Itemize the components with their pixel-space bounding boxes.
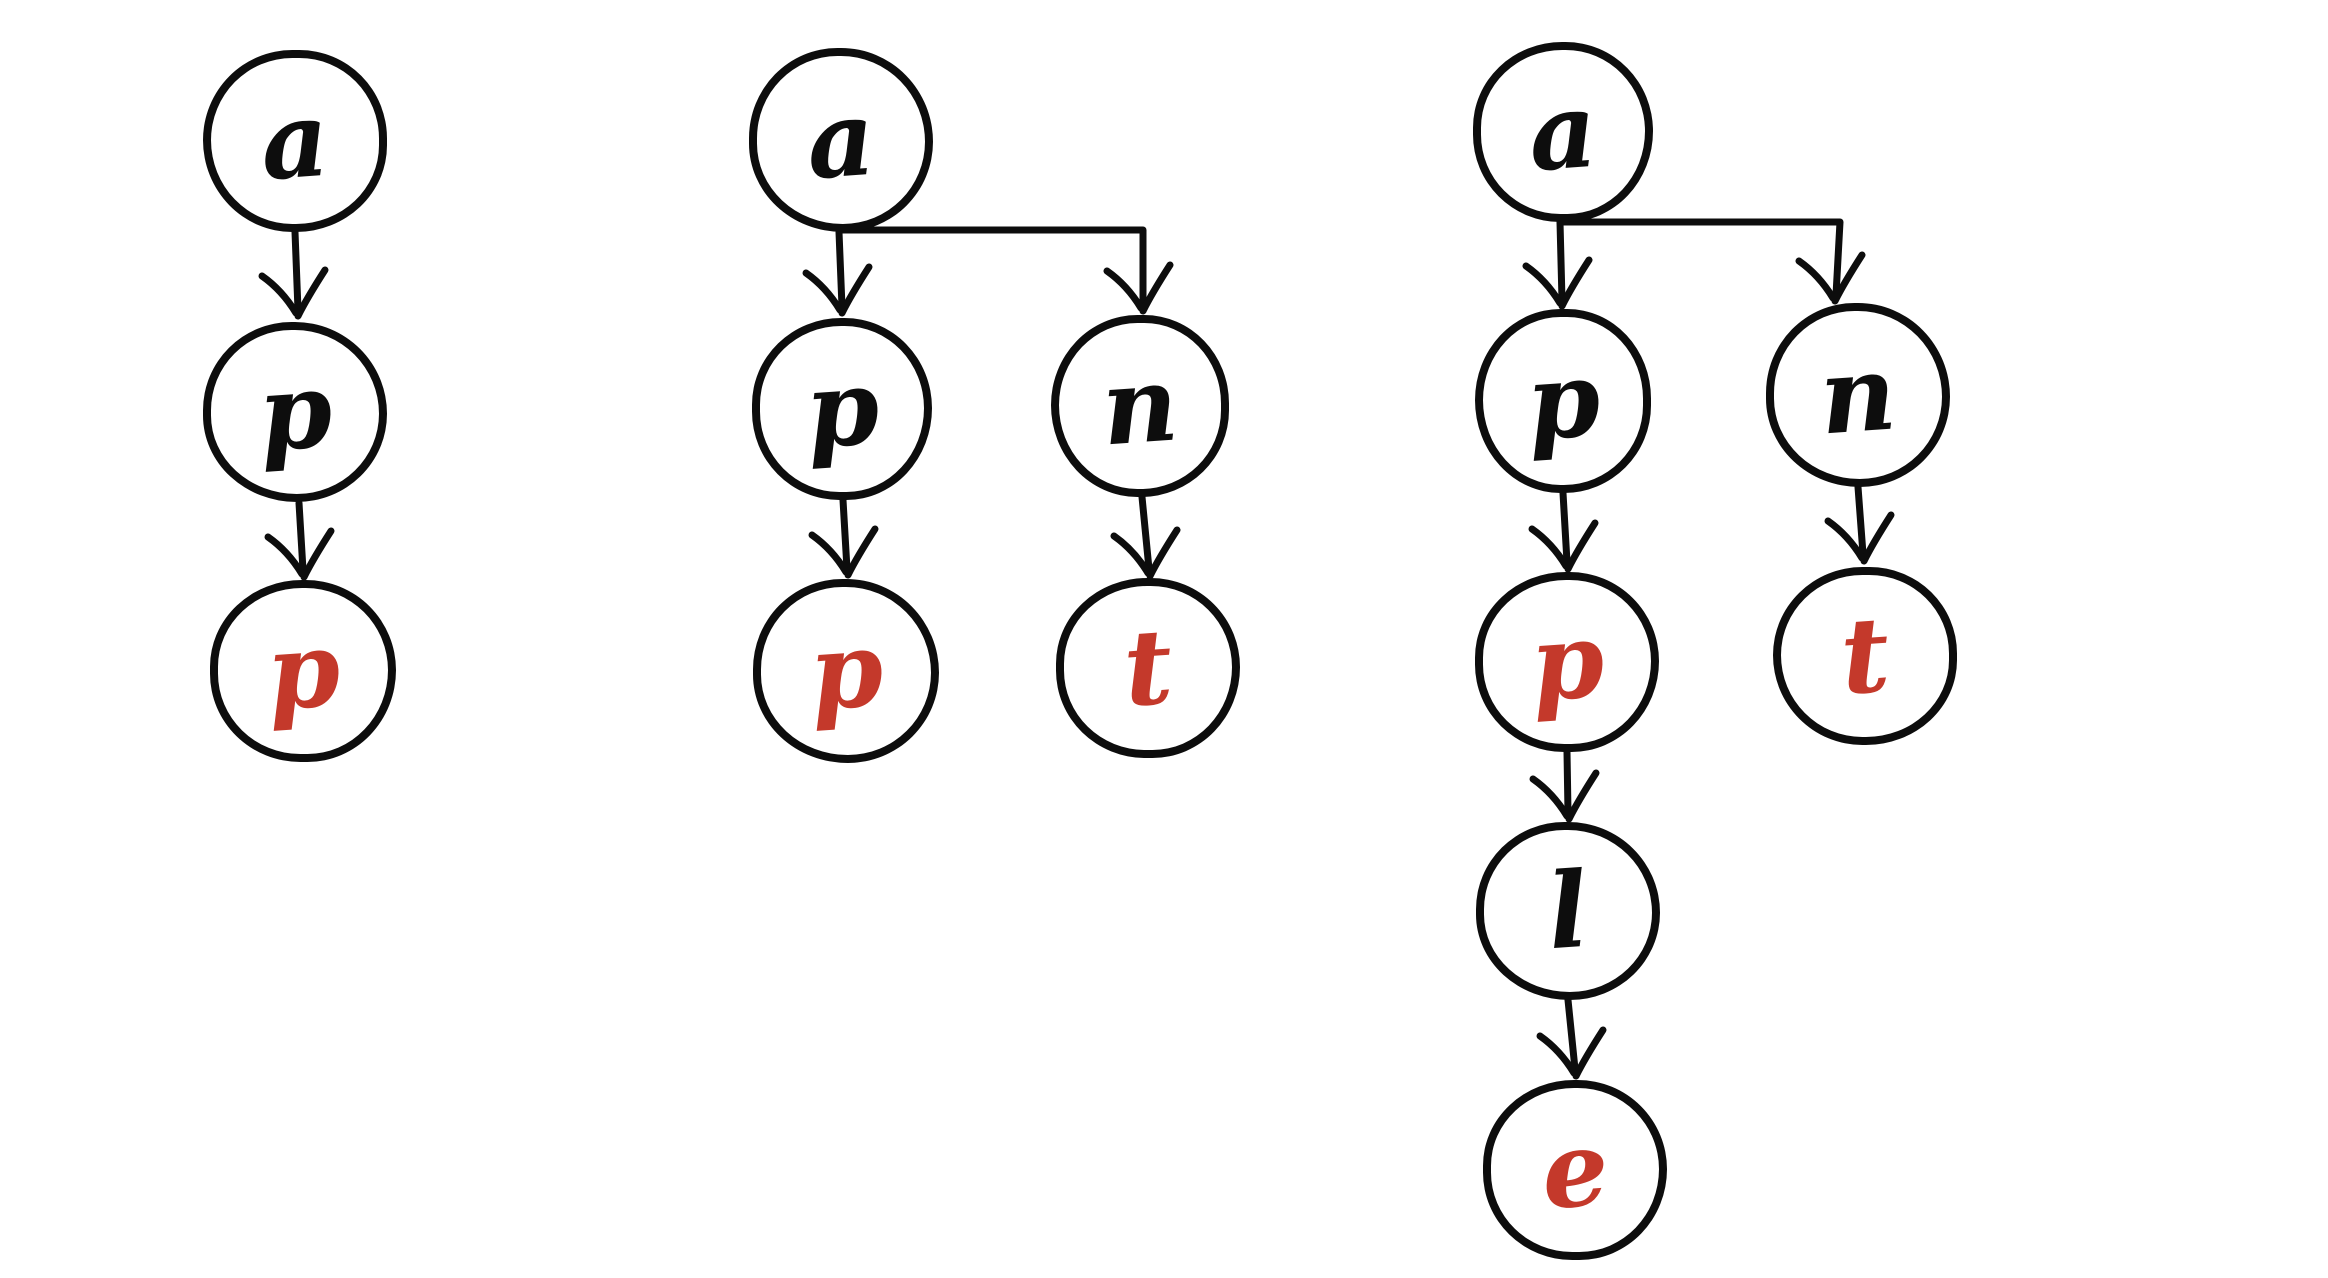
trie-node-letter-t3-a: a bbox=[1525, 67, 1601, 196]
trie-node-t3-n: n bbox=[1766, 303, 1950, 487]
edge-arrowhead-t2-a-p bbox=[802, 263, 873, 317]
trie-node-t1-p: p bbox=[203, 322, 387, 502]
trie-node-letter-t3-n: n bbox=[1815, 330, 1900, 459]
edge-arrowhead-t3-p2-l bbox=[1529, 769, 1600, 823]
edge-arrowhead-t3-l-e bbox=[1536, 1026, 1607, 1080]
trie-node-letter-t2-t: t bbox=[1119, 604, 1177, 731]
edge-t2-a-n bbox=[835, 226, 1147, 309]
edge-t1-p-p2 bbox=[295, 499, 307, 574]
edge-t1-a-p bbox=[291, 228, 302, 314]
trie-node-t2-a: a bbox=[749, 48, 933, 232]
trie-node-letter-t2-p: p bbox=[801, 344, 883, 473]
trie-node-t3-p: p bbox=[1475, 309, 1651, 493]
edge-t2-n-t bbox=[1138, 493, 1153, 573]
edge-t3-a-n bbox=[1556, 218, 1844, 299]
edge-t2-p-p2 bbox=[839, 496, 851, 573]
trie-node-t3-a: a bbox=[1473, 42, 1653, 222]
edge-arrowhead-t2-p-p2 bbox=[808, 525, 879, 579]
edge-t3-l-e bbox=[1564, 996, 1579, 1073]
edge-arrowhead-t3-n-t bbox=[1824, 511, 1895, 565]
trie-node-letter-t1-p: p bbox=[254, 347, 336, 476]
edge-t2-a-p bbox=[835, 228, 846, 311]
trie-node-t3-e: e bbox=[1483, 1080, 1667, 1260]
trie-node-letter-t3-p: p bbox=[1522, 336, 1604, 465]
trie-node-t1-p2: p bbox=[210, 580, 396, 762]
edge-t3-p-p2 bbox=[1559, 489, 1571, 566]
trie-node-t2-p: p bbox=[752, 318, 932, 500]
trie-node-letter-t3-l: l bbox=[1543, 847, 1592, 974]
edge-arrowhead-t1-p-p2 bbox=[264, 527, 335, 581]
trie-node-letter-t3-e: e bbox=[1537, 1105, 1613, 1234]
trie-node-letter-t3-p2: p bbox=[1526, 597, 1608, 726]
trie-node-letter-t2-n: n bbox=[1097, 341, 1182, 470]
edge-arrowhead-t2-n-t bbox=[1110, 526, 1181, 580]
trie-node-letter-t3-t: t bbox=[1836, 592, 1894, 719]
trie-node-t2-p2: p bbox=[753, 579, 939, 763]
trie-node-letter-t2-a: a bbox=[803, 75, 879, 204]
trie-node-t3-p2: p bbox=[1475, 572, 1659, 752]
edge-t3-n-t bbox=[1854, 483, 1867, 558]
edge-arrowhead-t1-a-p bbox=[258, 266, 329, 320]
trie-node-t3-l: l bbox=[1476, 822, 1660, 1000]
edge-arrowhead-t2-a-n bbox=[1103, 261, 1174, 315]
trie-node-t2-t: t bbox=[1056, 578, 1240, 758]
trie-node-t1-a: a bbox=[203, 50, 387, 232]
edge-t3-a-p bbox=[1556, 218, 1566, 304]
edge-arrowhead-t3-a-n bbox=[1795, 251, 1866, 305]
edge-arrowhead-t3-p-p2 bbox=[1528, 519, 1599, 573]
edge-t3-p2-l bbox=[1563, 748, 1572, 816]
trie-node-t2-n: n bbox=[1051, 315, 1229, 497]
trie-node-letter-t1-a: a bbox=[257, 76, 333, 205]
trie-node-letter-t2-p2: p bbox=[805, 606, 887, 735]
edge-arrowhead-t3-a-p bbox=[1522, 256, 1593, 310]
trie-node-letter-t1-p2: p bbox=[262, 606, 344, 735]
trie-node-t3-t: t bbox=[1773, 567, 1957, 745]
